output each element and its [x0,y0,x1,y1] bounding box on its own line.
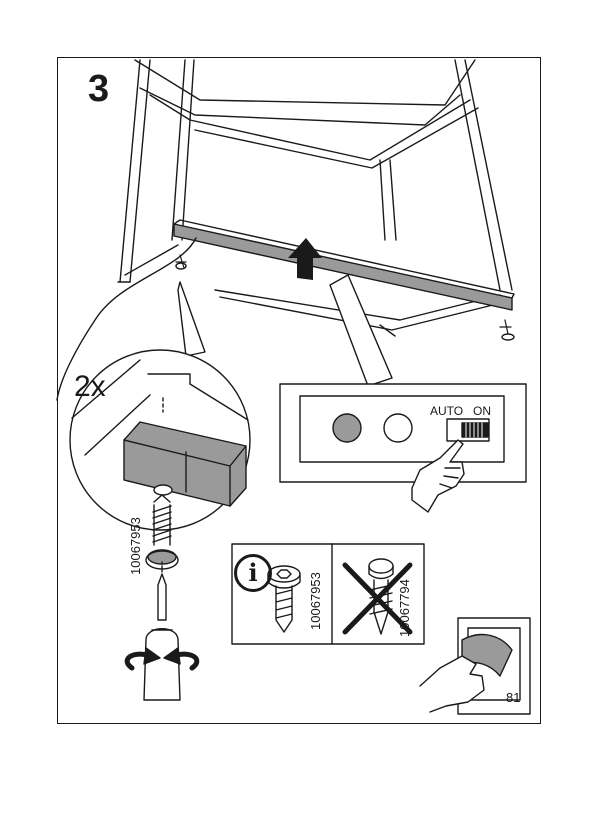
screwdriver-icon [144,574,180,700]
switch-auto-label: AUTO [430,404,463,418]
page-number: 81 [506,690,520,705]
shelf-frame-drawing [57,60,514,400]
step-number: 3 [88,70,109,108]
wrong-part-number: 10067794 [397,579,412,637]
detail-part-number: 10067953 [128,517,143,575]
correct-part-number: 10067953 [308,572,323,630]
info-icon: i [234,554,272,592]
switch-on-label: ON [473,404,491,418]
quantity-label: 2x [74,372,106,402]
correct-screw-drawing [268,566,300,632]
page-turn-icon [420,628,520,712]
indicator-led [333,414,361,442]
